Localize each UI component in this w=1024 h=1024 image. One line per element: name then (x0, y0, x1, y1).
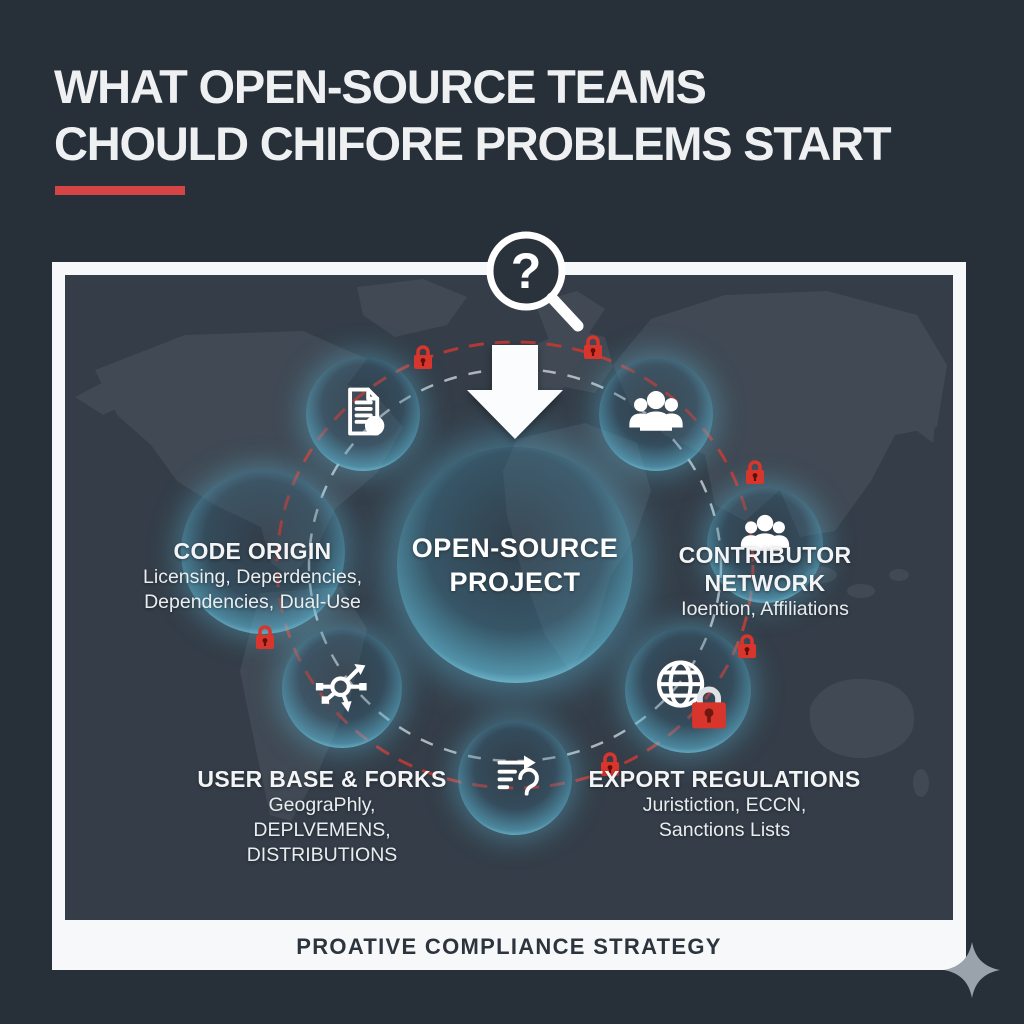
magnifier-question-icon: ? (486, 231, 584, 332)
code-origin-heading: CODE ORIGIN (173, 538, 332, 564)
red-lock-icon (584, 335, 602, 359)
user-base-line-3: DISTRIBUTIONS (246, 844, 398, 866)
red-lock-icon (256, 625, 274, 649)
node-users-top (599, 357, 713, 471)
node-document (306, 357, 420, 471)
contributor-line-1: Ioention, Affiliations (681, 598, 849, 620)
export-reg-line-2: Sanctions Lists (658, 819, 791, 841)
export-reg-heading: EXPORT REGULATIONS (588, 766, 861, 792)
code-origin-line-1: Licensing, Deperdencies, (143, 566, 362, 588)
magnifier-question-glyph: ? (511, 243, 542, 299)
title-line-2: CHOULD CHIFORE PROBLEMS START (54, 117, 892, 170)
center-label-line-2: PROJECT (449, 567, 581, 597)
user-base-line-2: DEPLVEMENS, (253, 819, 391, 841)
node-globe-lock (625, 627, 751, 753)
label-code-origin: CODE ORIGIN Licensing, Deperdencies, Dep… (115, 537, 390, 615)
center-node-label: OPEN-SOURCE PROJECT (412, 531, 619, 599)
document-export-icon (497, 755, 539, 796)
label-user-base-forks: USER BASE & FORKS GeograPhly, DEPLVEMENS… (187, 765, 457, 868)
down-arrow-icon (467, 345, 563, 439)
red-lock-icon (738, 634, 756, 658)
contributor-heading-line-2: NETWORK (704, 570, 826, 596)
red-lock-icon (746, 460, 764, 484)
code-origin-line-2: Dependencies, Dual-Use (144, 591, 361, 613)
label-export-regulations: EXPORT REGULATIONS Juristiction, ECCN, S… (582, 765, 867, 843)
contributor-heading-line-1: CONTRIBUTOR (678, 542, 852, 568)
label-contributor-network: CONTRIBUTOR NETWORK Ioention, Affiliatio… (645, 541, 885, 622)
node-network-hub (282, 628, 402, 748)
title-underline (55, 186, 185, 195)
sparkle-icon (944, 942, 1000, 998)
title-line-1: WHAT OPEN-SOURCE TEAMS (54, 60, 707, 113)
node-export-doc (458, 721, 572, 835)
user-base-line-1: GeograPhly, (268, 794, 376, 816)
network-hub-icon (315, 664, 367, 713)
footer-strategy-label: PROATIVE COMPLIANCE STRATEGY (296, 934, 722, 959)
export-reg-line-1: Juristiction, ECCN, (642, 794, 807, 816)
world-map-panel: OPEN-SOURCE PROJECT (65, 275, 953, 920)
document-check-icon (348, 387, 385, 436)
user-base-heading: USER BASE & FORKS (197, 766, 447, 792)
red-padlock-icon (692, 686, 726, 729)
users-group-icon (629, 391, 683, 431)
red-lock-icon (414, 345, 432, 369)
node-open-source-project: OPEN-SOURCE PROJECT (397, 447, 633, 683)
center-label-line-1: OPEN-SOURCE (411, 533, 619, 563)
page-title: WHAT OPEN-SOURCE TEAMS CHOULD CHIFORE PR… (54, 58, 954, 172)
